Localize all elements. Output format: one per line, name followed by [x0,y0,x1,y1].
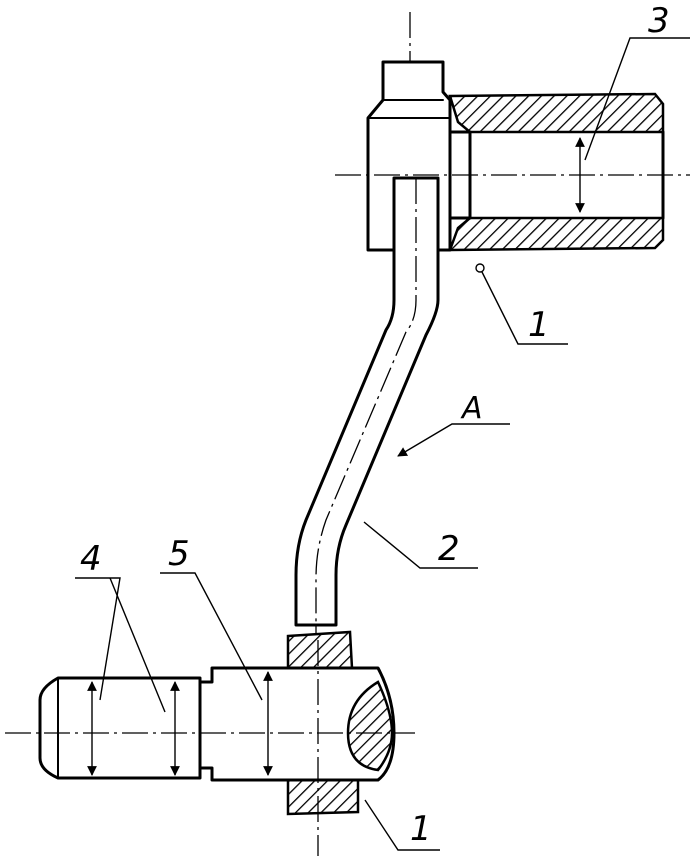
bottom-collar-lower [286,776,360,816]
bottom-left-shaft [38,676,202,780]
callout-5: 5 [168,534,190,574]
callout-1-bottom: 1 [410,809,432,849]
callout-3: 3 [648,1,670,41]
bottom-body-pocket [346,680,394,772]
callout-1-top: 1 [528,305,550,345]
leader-1-bottom [364,799,440,851]
leader-4-b [109,577,166,713]
leader-lines [75,37,690,851]
leader-3 [584,37,690,161]
bottom-body [198,666,396,782]
pipe-outline [294,176,440,627]
leader-5 [160,572,263,701]
top-sleeve [335,92,690,252]
leader-1-top [479,267,568,345]
top-sleeve-lower-wall [448,216,665,252]
callout-2: 2 [438,529,460,569]
leader-A [397,423,510,457]
bottom-assembly [5,630,415,856]
leader-4-a [75,577,121,701]
callout-labels: 3 1 A 2 4 5 1 [80,1,670,849]
bottom-collar-upper [286,630,354,672]
leader-1-top-dot [475,263,485,273]
callout-4: 4 [80,539,102,579]
connecting-pipe [294,176,440,640]
leader-2 [363,521,478,569]
callout-A: A [460,391,483,426]
top-sleeve-upper-wall [448,92,665,134]
pipe-centerline [315,178,417,640]
